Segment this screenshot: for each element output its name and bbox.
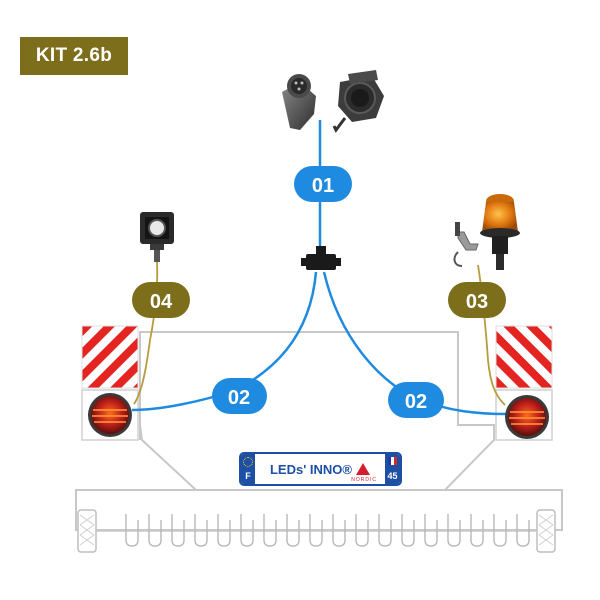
plate-sub-text: NORDIC: [351, 477, 377, 483]
bumper-hook: [309, 514, 323, 547]
bumper-hook: [378, 514, 392, 547]
bumper-hook: [125, 514, 139, 547]
french-flag-icon: [388, 457, 397, 465]
label-02-left: 02: [212, 378, 267, 414]
bumper-hook: [194, 514, 208, 547]
bumper-hook: [263, 514, 277, 547]
plate-country-letter: F: [245, 471, 251, 481]
bumper-texture-right: [538, 514, 554, 546]
trailer-plug-icon: [282, 74, 316, 130]
plate-eu-band: F: [241, 454, 255, 484]
bumper-right-end: [536, 509, 556, 553]
label-03-text: 03: [466, 291, 488, 313]
bumper-texture-left: [79, 514, 95, 546]
bumper-hook: [148, 514, 162, 547]
label-01-text: 01: [312, 175, 334, 197]
plate-center: LEDs' INNO® NORDIC: [255, 454, 385, 484]
bumper-hooks: [125, 514, 530, 547]
label-04-text: 04: [150, 291, 173, 313]
plate-brand-text: LEDs' INNO®: [269, 461, 352, 477]
bumper-hook: [332, 514, 346, 547]
bumper-hook: [470, 514, 484, 547]
bumper-hook: [401, 514, 415, 547]
label-02-left-text: 02: [228, 387, 250, 409]
label-02-right-text: 02: [405, 391, 427, 413]
trailer-socket-icon: [332, 70, 384, 133]
bumper-left-end: [77, 509, 97, 553]
tail-lamp-icon: [505, 395, 549, 439]
eu-stars-icon: [243, 457, 253, 467]
bumper-hook: [447, 514, 461, 547]
rear-bumper: [75, 489, 563, 531]
warning-chevron-icon: [81, 325, 139, 389]
label-01: 01: [294, 166, 352, 202]
bumper-hook: [217, 514, 231, 547]
bumper-hook: [171, 514, 185, 547]
bumper-hook: [355, 514, 369, 547]
bumper-hook: [493, 514, 507, 547]
beacon-bracket-icon: [453, 222, 479, 267]
plate-dept-band: 45: [385, 454, 400, 484]
bumper-hook: [424, 514, 438, 547]
kit-badge: KIT 2.6b: [20, 37, 128, 75]
license-plate: F LEDs' INNO® NORDIC 45: [239, 452, 402, 486]
work-light-cable: [133, 261, 159, 405]
bumper-hook: [286, 514, 300, 547]
bumper-hook: [240, 514, 254, 547]
work-light-icon: [140, 212, 174, 262]
brand-triangle-icon: [356, 463, 370, 475]
plate-dept-number: 45: [387, 471, 398, 481]
label-02-right: 02: [388, 382, 444, 418]
rotating-beacon-icon: [480, 194, 520, 270]
junction-box-icon: [301, 246, 341, 270]
label-03: 03: [448, 282, 506, 318]
warning-chevron-icon: [495, 325, 553, 389]
bumper-hook: [516, 514, 530, 547]
tail-lamp-icon: [88, 393, 132, 437]
label-04: 04: [132, 282, 190, 318]
